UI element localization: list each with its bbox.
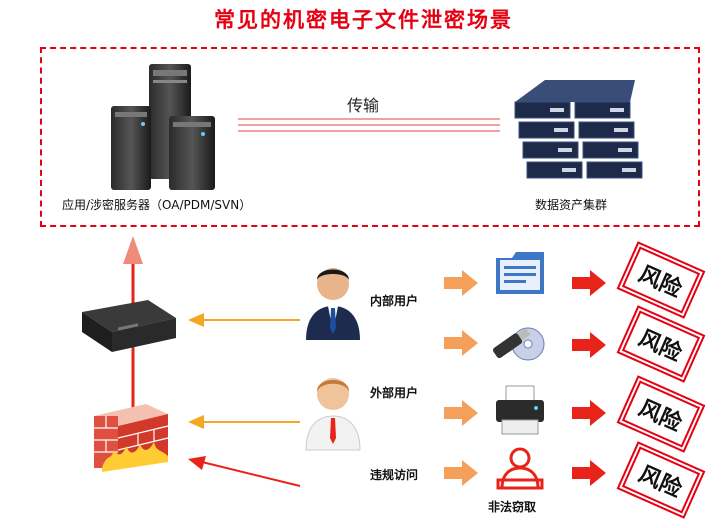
transfer-link bbox=[238, 118, 500, 132]
arrow-to-risk-4 bbox=[572, 460, 606, 486]
arrow-to-usb bbox=[444, 330, 478, 356]
external-to-firewall-arrow bbox=[188, 415, 300, 429]
arrow-to-printer bbox=[444, 400, 478, 426]
page-title: 常见的机密电子文件泄密场景 bbox=[214, 8, 513, 32]
server-cluster-icon bbox=[111, 64, 215, 190]
internal-to-gateway-arrow bbox=[188, 313, 300, 327]
transfer-label: 传输 bbox=[347, 96, 380, 115]
arrow-to-risk-2 bbox=[572, 332, 606, 358]
internal-user-label: 内部用户 bbox=[370, 294, 419, 308]
firewall-icon bbox=[94, 404, 169, 472]
arrow-to-risk-1 bbox=[572, 270, 606, 296]
arrow-to-theft bbox=[444, 460, 478, 486]
storage-cluster-icon bbox=[514, 80, 643, 179]
theft-label: 非法窃取 bbox=[488, 500, 537, 514]
theft-person-icon bbox=[496, 447, 544, 490]
gateway-device-icon bbox=[82, 300, 176, 352]
external-user-avatar bbox=[305, 378, 361, 451]
internal-user-avatar bbox=[306, 268, 360, 340]
risk-stamp-3: 风险 bbox=[621, 380, 701, 448]
arrow-to-risk-3 bbox=[572, 400, 606, 426]
external-user-label: 外部用户 bbox=[370, 386, 419, 400]
arrow-to-file bbox=[444, 270, 478, 296]
folder-file-icon bbox=[496, 252, 544, 294]
illegal-access-label: 违规访问 bbox=[370, 468, 419, 482]
app-server-label: 应用/涉密服务器（OA/PDM/SVN） bbox=[62, 198, 252, 212]
printer-icon bbox=[496, 385, 544, 435]
illegal-to-firewall-arrow bbox=[188, 456, 301, 487]
risk-stamp-4: 风险 bbox=[621, 446, 701, 514]
server-zone-frame bbox=[40, 47, 700, 227]
risk-stamp-1: 风险 bbox=[621, 246, 701, 314]
risk-stamp-2: 风险 bbox=[621, 310, 701, 378]
usb-disc-icon bbox=[492, 327, 545, 361]
storage-label: 数据资产集群 bbox=[535, 198, 608, 212]
